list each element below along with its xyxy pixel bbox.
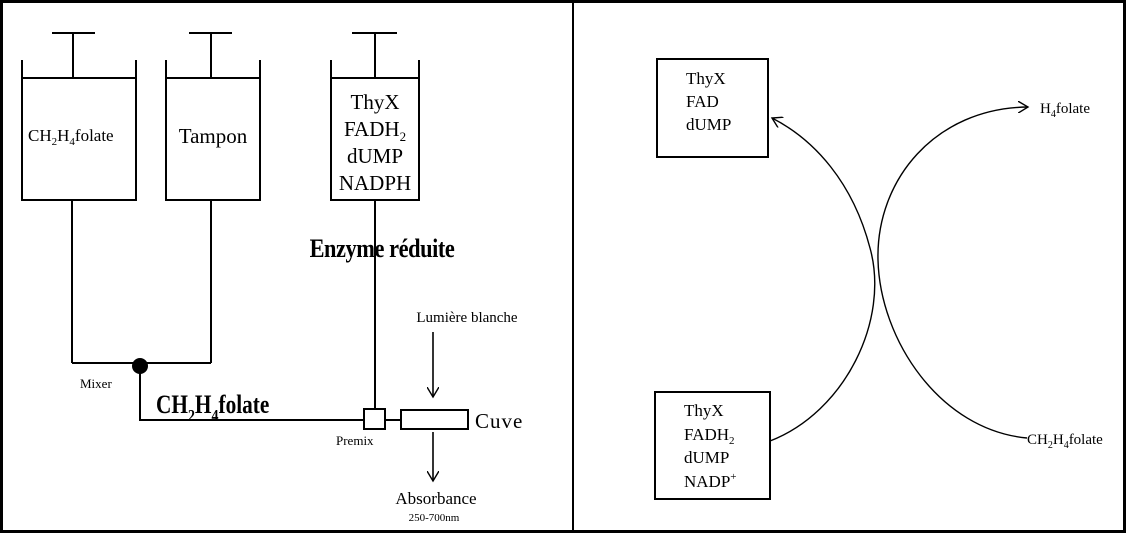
- syringe-folate: CH2H4folate: [21, 32, 137, 363]
- folate-flow-line: [139, 366, 364, 421]
- cuve-label: Cuve: [475, 409, 523, 433]
- light-label: Lumière blanche: [416, 310, 518, 326]
- syringe-enzyme-line-dump: dUMP: [347, 144, 403, 168]
- absorbance-label: Absorbance: [395, 489, 476, 508]
- premix-box: [363, 408, 386, 430]
- mixer-label: Mixer: [80, 376, 112, 391]
- syringe-tampon: Tampon: [165, 32, 261, 363]
- bottom-box-line-dump: dUMP: [684, 448, 729, 467]
- syringe-folate-label: CH2H4folate: [28, 126, 114, 148]
- cuve-box: [400, 409, 469, 430]
- top-enzyme-box: [656, 58, 769, 158]
- folate-arc: [877, 107, 1028, 439]
- top-box-line-fad: FAD: [686, 92, 719, 111]
- syringe-enzyme-line-thyx: ThyX: [351, 90, 400, 114]
- wavelength-label: 250-700nm: [409, 512, 460, 524]
- ch2h4folate-label: CH2H4folate: [1027, 432, 1103, 451]
- premix-label: Premix: [336, 433, 374, 448]
- right-panel: ThyX FAD dUMP ThyX FADH2 dUMP NADP+ H4fo…: [654, 58, 1103, 500]
- top-box-line-dump: dUMP: [686, 115, 731, 134]
- folate-flow-label: CH2H4folate: [156, 391, 269, 425]
- bottom-enzyme-box: [654, 391, 771, 500]
- syringe-enzyme-line-fadh: FADH2: [344, 117, 406, 144]
- h4folate-label: H4folate: [1040, 101, 1090, 120]
- left-panel: CH2H4folate Tampon ThyX FADH2 dUMP NADPH…: [21, 32, 523, 524]
- bottom-box-line-nadp: NADP+: [684, 471, 737, 491]
- bottom-box-line-thyx: ThyX: [684, 401, 724, 420]
- syringe-enzyme-line-nadph: NADPH: [339, 171, 411, 195]
- bottom-box-line-fadh: FADH2: [684, 425, 735, 447]
- reduction-arc: [769, 118, 876, 442]
- top-box-line-thyx: ThyX: [686, 69, 726, 88]
- syringe-tampon-label: Tampon: [179, 124, 248, 148]
- enzyme-reduced-label: Enzyme réduite: [310, 234, 455, 263]
- syringe-enzyme: ThyX FADH2 dUMP NADPH: [330, 32, 420, 409]
